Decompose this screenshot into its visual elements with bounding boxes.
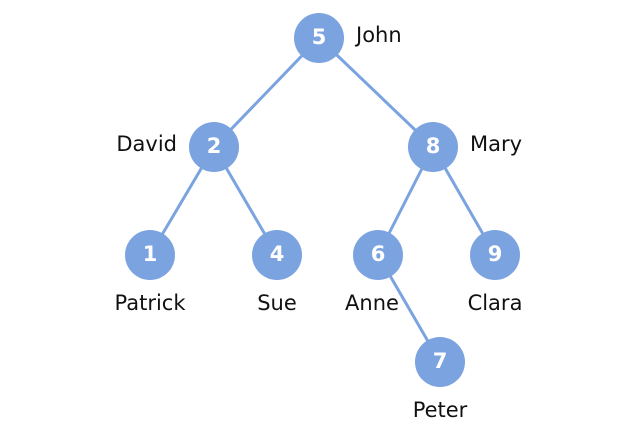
node-key-label: 1: [142, 241, 158, 266]
node-key-label: 8: [425, 133, 441, 158]
node-name-label-6: Anne: [345, 291, 399, 315]
node-name-label-1: Patrick: [114, 291, 186, 315]
tree-node-8[interactable]: 8: [408, 122, 458, 172]
node-name-label-5: John: [356, 23, 402, 47]
tree-node-4[interactable]: 4: [252, 230, 302, 280]
node-name-label-4: Sue: [257, 291, 297, 315]
node-name-label-2: David: [116, 132, 177, 156]
node-key-label: 9: [487, 241, 503, 266]
node-key-label: 4: [269, 241, 285, 266]
node-name-label-9: Clara: [467, 291, 523, 315]
tree-node-9[interactable]: 9: [470, 230, 520, 280]
node-name-label-7: Peter: [412, 398, 468, 422]
tree-node-7[interactable]: 7: [415, 337, 465, 387]
node-key-label: 6: [370, 241, 386, 266]
tree-edge: [442, 165, 486, 237]
node-key-label: 5: [311, 24, 327, 49]
node-key-label: 2: [206, 133, 222, 158]
tree-node-6[interactable]: 6: [353, 230, 403, 280]
tree-edge: [386, 165, 425, 237]
tree-edge: [160, 165, 204, 237]
node-key-label: 7: [432, 348, 448, 373]
tree-edge: [334, 52, 418, 133]
tree-node-1[interactable]: 1: [125, 230, 175, 280]
tree-edge: [228, 53, 305, 132]
tree-node-5[interactable]: 5: [294, 13, 344, 63]
tree-edge: [388, 273, 430, 344]
node-name-label-8: Mary: [470, 132, 523, 156]
tree-edge: [224, 165, 267, 237]
tree-node-2[interactable]: 2: [189, 122, 239, 172]
